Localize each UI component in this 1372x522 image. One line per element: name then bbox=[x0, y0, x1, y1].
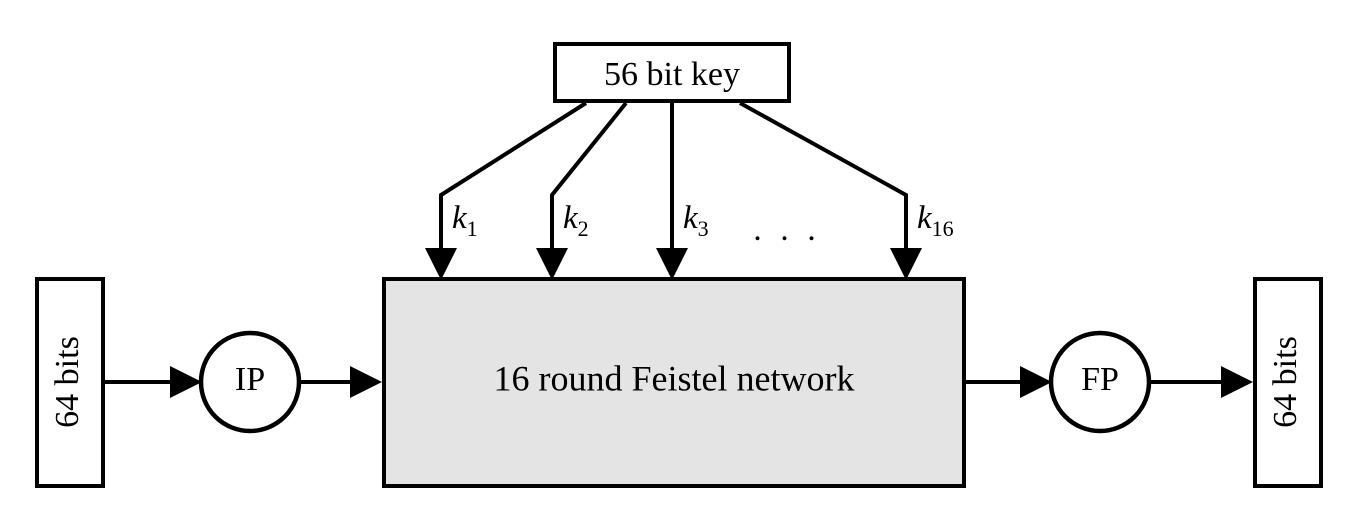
arrow-head-k16 bbox=[890, 248, 922, 280]
feistel-network-node: 16 round Feistel network bbox=[382, 277, 966, 488]
subkey-label-k1: k1 bbox=[452, 200, 478, 241]
subkey-edges bbox=[425, 101, 922, 280]
subkey-base-k2: k bbox=[563, 200, 579, 236]
subkey-edge-k2 bbox=[550, 101, 628, 262]
final-permutation-label: FP bbox=[1081, 361, 1119, 398]
feistel-network-rect bbox=[382, 277, 966, 488]
final-permutation-node: FP bbox=[1048, 330, 1152, 434]
subkey-ellipsis: . . . bbox=[753, 211, 821, 248]
input-block-rect bbox=[35, 277, 105, 488]
subkey-sub-k2: 2 bbox=[578, 216, 589, 241]
key-box-label: 56 bit key bbox=[604, 56, 740, 93]
arrow-head-input-to-ip bbox=[170, 366, 202, 398]
subkey-sub-k1: 1 bbox=[467, 216, 478, 241]
arrow-head-k3 bbox=[656, 248, 688, 280]
arrow-head-k2 bbox=[536, 248, 568, 280]
arrow-head-ip-to-feistel bbox=[350, 366, 382, 398]
subkey-label-k16: k16 bbox=[917, 200, 954, 241]
key-box-node: 56 bit key bbox=[553, 42, 791, 103]
edge-ip-to-feistel bbox=[299, 366, 382, 398]
key-box-rect bbox=[553, 42, 791, 103]
subkey-base-k16: k bbox=[917, 200, 933, 236]
subkey-edge-k16 bbox=[739, 101, 908, 262]
arrow-head-fp-to-output bbox=[1221, 366, 1253, 398]
arrow-head-feistel-to-fp bbox=[1020, 366, 1052, 398]
initial-permutation-node: IP bbox=[198, 330, 302, 434]
input-block-label: 64 bits bbox=[49, 336, 86, 428]
output-block-label: 64 bits bbox=[1267, 336, 1304, 428]
initial-permutation-label: IP bbox=[235, 361, 265, 398]
subkey-base-k3: k bbox=[683, 200, 699, 236]
output-block-node: 64 bits bbox=[1253, 277, 1323, 488]
output-block-rect bbox=[1253, 277, 1323, 488]
edge-fp-to-output bbox=[1149, 366, 1253, 398]
edge-input-to-ip bbox=[105, 366, 202, 398]
subkey-sub-k16: 16 bbox=[932, 216, 954, 241]
subkey-base-k1: k bbox=[452, 200, 468, 236]
subkey-label-k3: k3 bbox=[683, 200, 709, 241]
arrow-head-k1 bbox=[425, 248, 457, 280]
subkey-sub-k3: 3 bbox=[698, 216, 709, 241]
edge-feistel-to-fp bbox=[966, 366, 1052, 398]
subkey-labels: k1 k2 k3 k16 . . . bbox=[452, 200, 954, 248]
input-block-node: 64 bits bbox=[35, 277, 105, 488]
subkey-edge-k1 bbox=[439, 101, 588, 262]
feistel-network-label: 16 round Feistel network bbox=[494, 358, 855, 398]
subkey-label-k2: k2 bbox=[563, 200, 589, 241]
